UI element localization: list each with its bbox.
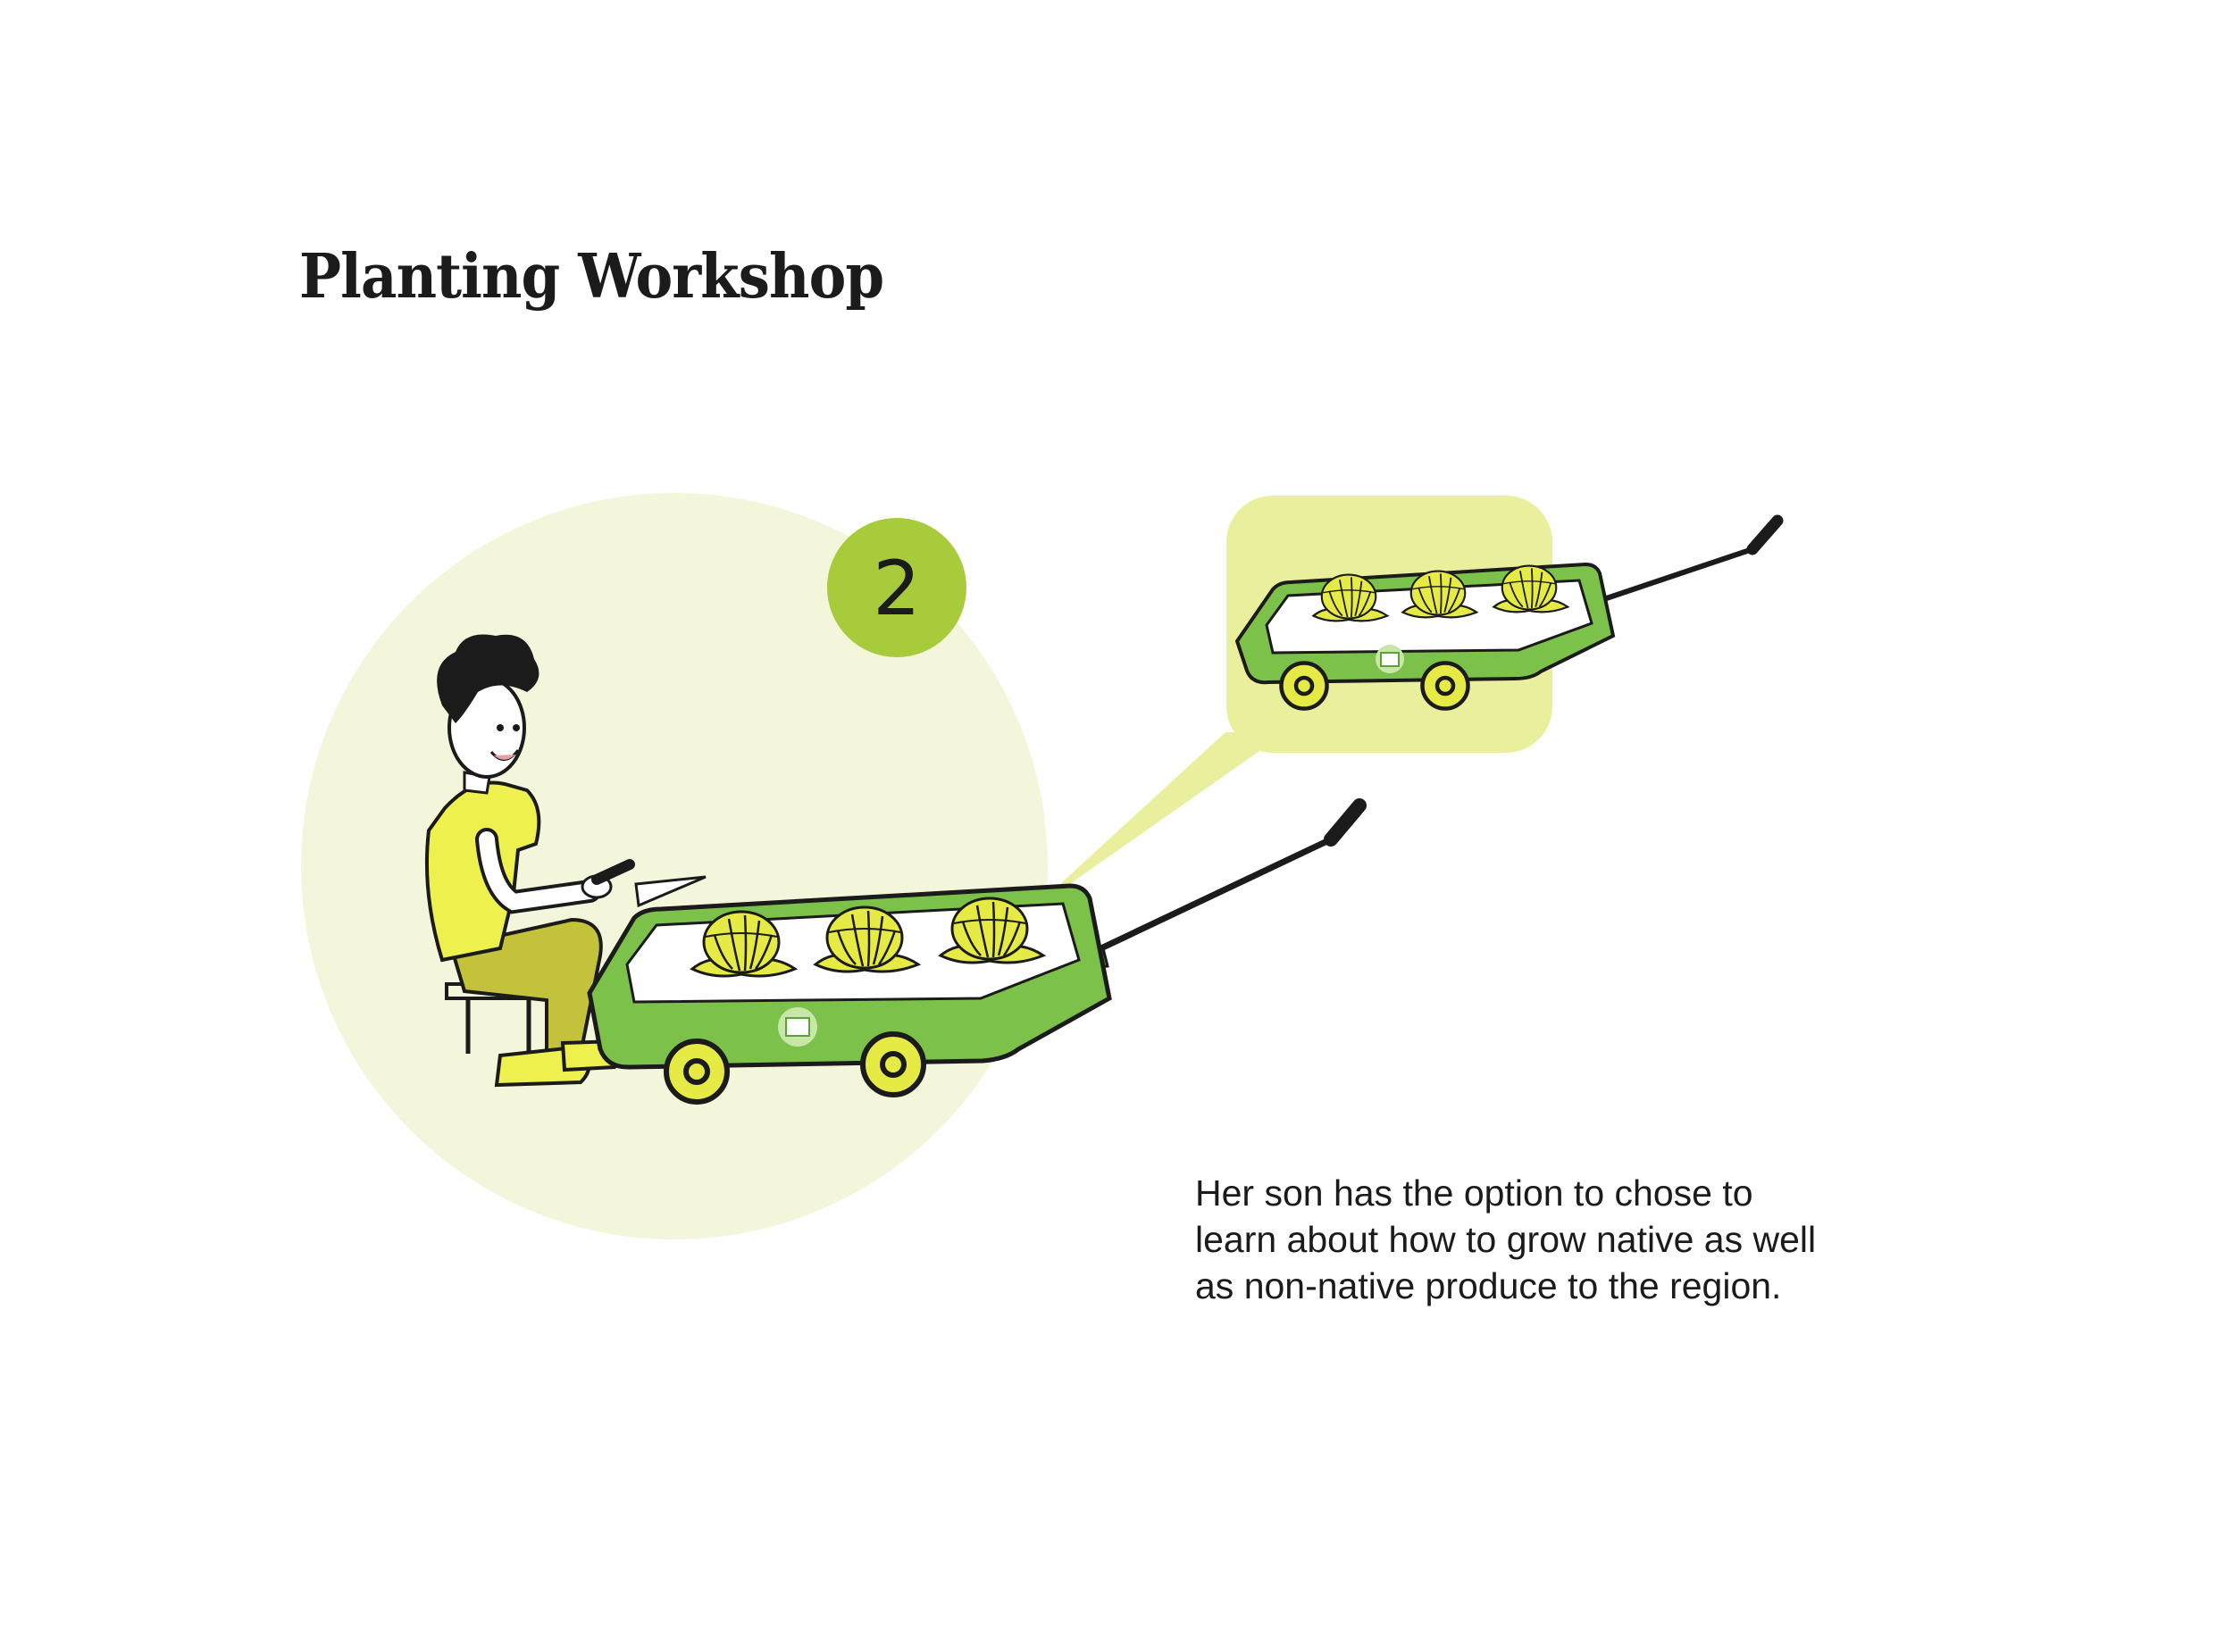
step-badge: 2	[827, 518, 966, 657]
page-title: Planting Workshop	[299, 241, 884, 313]
caption: Her son has the option to chose to learn…	[1195, 1170, 1874, 1309]
callout-beam	[1029, 732, 1286, 913]
caption-line-2: learn about how to grow native as well	[1195, 1219, 1817, 1260]
caption-line-1: Her son has the option to chose to	[1195, 1172, 1753, 1214]
caption-line-3: as non-native produce to the region.	[1195, 1265, 1782, 1306]
wagon-icon	[587, 798, 1367, 1102]
wagon-zoom-icon	[1234, 514, 1784, 709]
step-number: 2	[873, 545, 920, 632]
child-with-trowel-icon	[424, 634, 707, 1088]
